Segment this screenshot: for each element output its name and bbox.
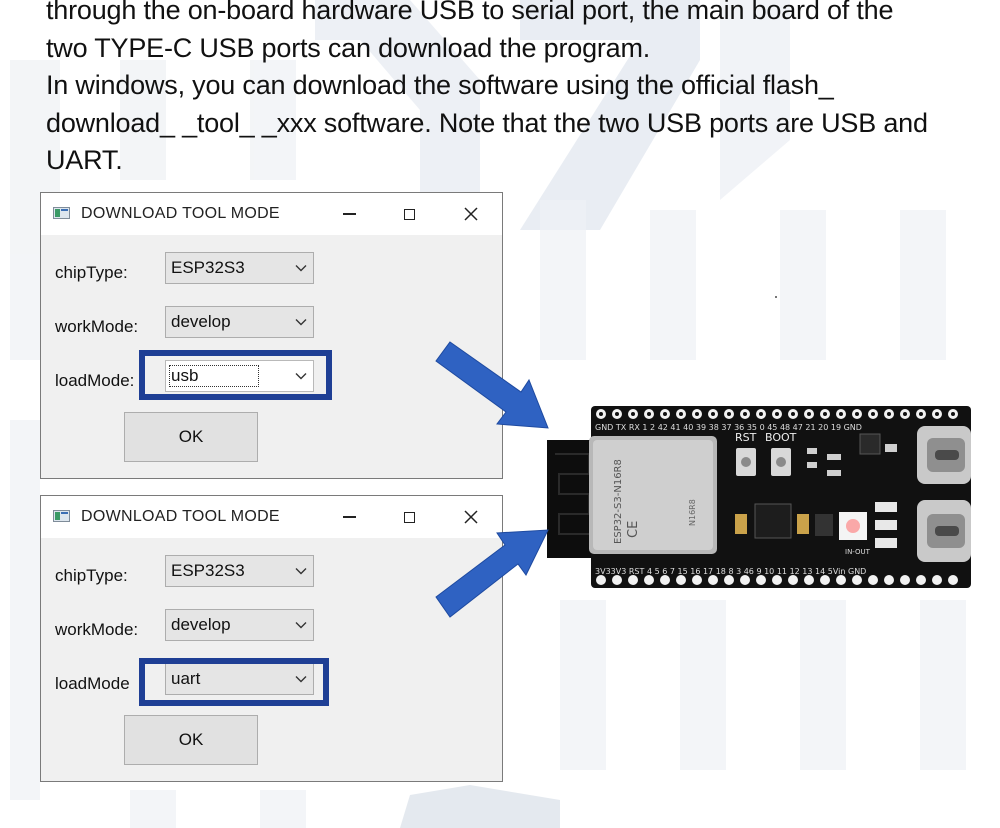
load-mode-select[interactable]: usb xyxy=(165,360,314,392)
maximize-button[interactable] xyxy=(393,504,425,530)
load-mode-label: loadMode: xyxy=(55,371,135,390)
load-mode-value: uart xyxy=(171,669,201,688)
bottom-pin-labels: 3V33V3 RST 4 5 6 7 15 16 17 18 8 3 46 9 … xyxy=(595,567,866,576)
work-mode-value: develop xyxy=(171,615,231,634)
intro-text: through the on-board hardware USB to ser… xyxy=(46,0,966,180)
maximize-icon xyxy=(403,208,415,220)
highlight-box xyxy=(139,350,332,400)
minimize-button[interactable] xyxy=(333,201,365,227)
minimize-icon xyxy=(342,516,356,518)
work-mode-select[interactable]: develop xyxy=(165,609,314,641)
highlight-box xyxy=(139,658,329,706)
ok-button[interactable]: OK xyxy=(124,412,258,462)
chevron-down-icon xyxy=(295,265,307,272)
chevron-down-icon xyxy=(295,319,307,326)
boot-label: BOOT xyxy=(765,431,797,444)
module-side-label: N16R8 xyxy=(688,499,697,526)
chip-type-value: ESP32S3 xyxy=(171,258,245,277)
top-pin-labels: GND TX RX 1 2 42 41 40 39 38 37 36 35 0 … xyxy=(595,423,862,432)
intro-line-1: through the on-board hardware USB to ser… xyxy=(46,0,894,25)
app-window-icon xyxy=(53,510,70,522)
title-bar: DOWNLOAD TOOL MODE xyxy=(41,193,502,235)
chip-type-select[interactable]: ESP32S3 xyxy=(165,555,314,587)
close-button[interactable] xyxy=(455,201,487,227)
chevron-down-icon xyxy=(295,676,307,683)
load-mode-value: usb xyxy=(168,365,260,387)
chevron-down-icon xyxy=(295,622,307,629)
download-tool-dialog-uart: DOWNLOAD TOOL MODE chipType: ESP32S3 wor… xyxy=(40,495,503,782)
dust-dot xyxy=(775,296,777,298)
minimize-icon xyxy=(342,213,356,215)
intro-line-2: two TYPE-C USB ports can download the pr… xyxy=(46,32,651,63)
close-button[interactable] xyxy=(455,504,487,530)
work-mode-label: workMode: xyxy=(55,620,139,639)
maximize-icon xyxy=(403,511,415,523)
chevron-down-icon xyxy=(295,568,307,575)
intro-line-4: download_ _tool_ _xxx software. Note tha… xyxy=(46,107,928,138)
ok-button[interactable]: OK xyxy=(124,715,258,765)
chevron-down-icon xyxy=(295,373,307,380)
inout-label: IN-OUT xyxy=(845,548,871,556)
work-mode-select[interactable]: develop xyxy=(165,306,314,338)
close-icon xyxy=(464,510,478,524)
load-mode-label: loadMode xyxy=(55,674,130,693)
close-icon xyxy=(464,207,478,221)
module-label: ESP32-S3-N16R8 xyxy=(613,459,624,544)
chip-type-label: chipType: xyxy=(55,566,128,585)
work-mode-label: workMode: xyxy=(55,317,139,336)
arrow-right-up-icon xyxy=(435,529,549,618)
intro-line-3: In windows, you can download the softwar… xyxy=(46,70,834,100)
rst-label: RST xyxy=(735,431,757,444)
chip-type-select[interactable]: ESP32S3 xyxy=(165,252,314,284)
maximize-button[interactable] xyxy=(393,201,425,227)
download-tool-dialog-usb: DOWNLOAD TOOL MODE chipType: ESP32S3 wor… xyxy=(40,192,503,479)
chip-type-label: chipType: xyxy=(55,263,128,282)
dialog-title: DOWNLOAD TOOL MODE xyxy=(81,205,280,222)
chip-type-value: ESP32S3 xyxy=(171,561,245,580)
ce-mark: CE xyxy=(626,521,641,538)
arrow-right-down-icon xyxy=(435,341,549,429)
work-mode-value: develop xyxy=(171,312,231,331)
esp32-s3-dev-board: GND TX RX 1 2 42 41 40 39 38 37 36 35 0 … xyxy=(547,406,971,588)
minimize-button[interactable] xyxy=(333,504,365,530)
title-bar: DOWNLOAD TOOL MODE xyxy=(41,496,502,538)
dialog-title: DOWNLOAD TOOL MODE xyxy=(81,508,280,525)
